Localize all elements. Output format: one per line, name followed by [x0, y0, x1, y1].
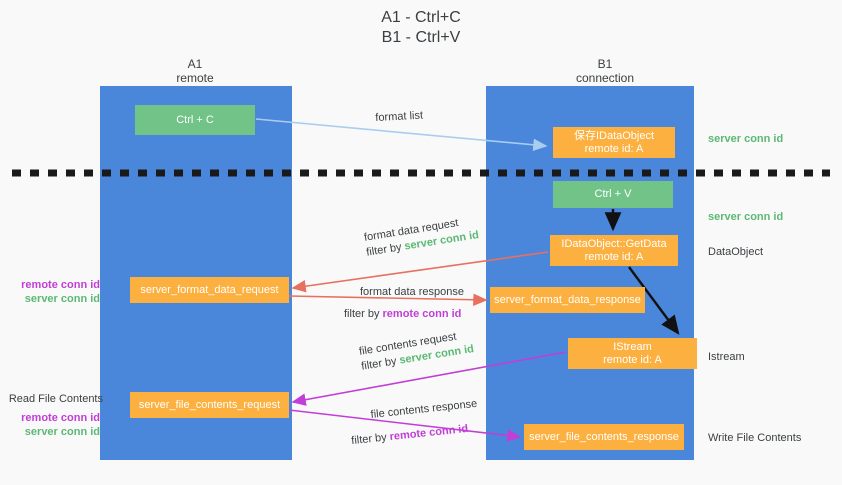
edge-label-format-list: format list — [375, 109, 423, 126]
edge-label-format-list-text: format list — [375, 109, 424, 124]
edge-label-remote-conn-id-2: remote conn id — [389, 422, 469, 444]
title-line-1: A1 - Ctrl+C — [381, 9, 461, 26]
node-idataobject-getdata[interactable]: IDataObject::GetData remote id: A — [550, 235, 678, 266]
node-ctrl-c-label: Ctrl + C — [176, 113, 214, 126]
edge-label-filter-by-2: filter by — [344, 308, 380, 320]
edge-label-filter-by-1: filter by — [365, 241, 403, 259]
node-server-format-data-request-label: server_format_data_request — [140, 283, 279, 296]
node-istream-label: IStream — [613, 340, 652, 353]
side-label-write-file-contents: Write File Contents — [708, 432, 802, 444]
node-save-idataobject[interactable]: 保存IDataObject remote id: A — [553, 127, 675, 158]
node-idataobject-getdata-label: IDataObject::GetData — [561, 237, 667, 250]
edge-label-format-data-response: format data response filter by remote co… — [344, 285, 464, 322]
side-label-istream: Istream — [708, 351, 745, 363]
node-ctrl-c[interactable]: Ctrl + C — [135, 105, 255, 135]
edge-label-format-data-request: format data request filter by server con… — [363, 213, 480, 260]
node-server-file-contents-request-label: server_file_contents_request — [138, 398, 281, 411]
page-title: A1 - Ctrl+C B1 - Ctrl+V — [0, 8, 842, 48]
side-label-conn-ids-bottom: remote conn id server conn id — [8, 411, 100, 439]
side-label-read-file-contents: Read File Contents — [8, 393, 103, 405]
node-server-file-contents-response-label: server_file_contents_response — [529, 430, 679, 443]
side-label-server-conn-id-top: server conn id — [708, 133, 784, 145]
node-idataobject-getdata-sub: remote id: A — [584, 250, 644, 263]
column-header-a1-line2: remote — [176, 71, 214, 85]
edge-label-file-contents-response-text: file contents response — [370, 397, 478, 421]
edge-label-file-contents-response: file contents response filter by remote … — [351, 397, 481, 447]
column-header-a1-line1: A1 — [187, 57, 203, 71]
node-server-file-contents-response[interactable]: server_file_contents_response — [524, 424, 684, 450]
edge-label-remote-conn-id-1: remote conn id — [382, 308, 462, 320]
node-save-idataobject-label: 保存IDataObject — [573, 129, 655, 142]
column-header-b1-line1: B1 — [597, 57, 613, 71]
side-label-remote-conn-id-1: remote conn id — [21, 279, 100, 291]
edge-label-file-contents-request: file contents request filter by server c… — [358, 327, 475, 374]
side-label-server-conn-id-2: server conn id — [24, 426, 100, 438]
side-label-remote-conn-id-2: remote conn id — [21, 412, 100, 424]
side-label-server-conn-id-mid: server conn id — [708, 211, 784, 223]
node-istream[interactable]: IStream remote id: A — [568, 338, 697, 369]
node-save-idataobject-sub: remote id: A — [584, 142, 644, 155]
column-header-b1-line2: connection — [575, 71, 635, 85]
node-server-format-data-request[interactable]: server_format_data_request — [130, 277, 289, 303]
side-label-conn-ids-top: remote conn id server conn id — [8, 278, 100, 306]
side-label-server-conn-id-1: server conn id — [24, 293, 100, 305]
column-header-b1: B1 connection — [540, 57, 670, 85]
edge-label-format-data-response-text: format data response — [360, 286, 464, 298]
node-server-format-data-response-label: server_format_data_response — [494, 293, 641, 306]
node-ctrl-v-label: Ctrl + V — [594, 188, 632, 200]
node-server-file-contents-request[interactable]: server_file_contents_request — [130, 392, 289, 418]
title-line-2: B1 - Ctrl+V — [381, 29, 461, 46]
node-ctrl-v[interactable]: Ctrl + V — [553, 181, 673, 208]
side-label-dataobject: DataObject — [708, 246, 764, 258]
node-istream-sub: remote id: A — [603, 353, 662, 366]
column-header-a1: A1 remote — [130, 57, 260, 85]
edge-label-filter-by-4: filter by — [350, 431, 388, 448]
edge-label-filter-by-3: filter by — [360, 355, 398, 373]
node-server-format-data-response[interactable]: server_format_data_response — [490, 287, 645, 313]
